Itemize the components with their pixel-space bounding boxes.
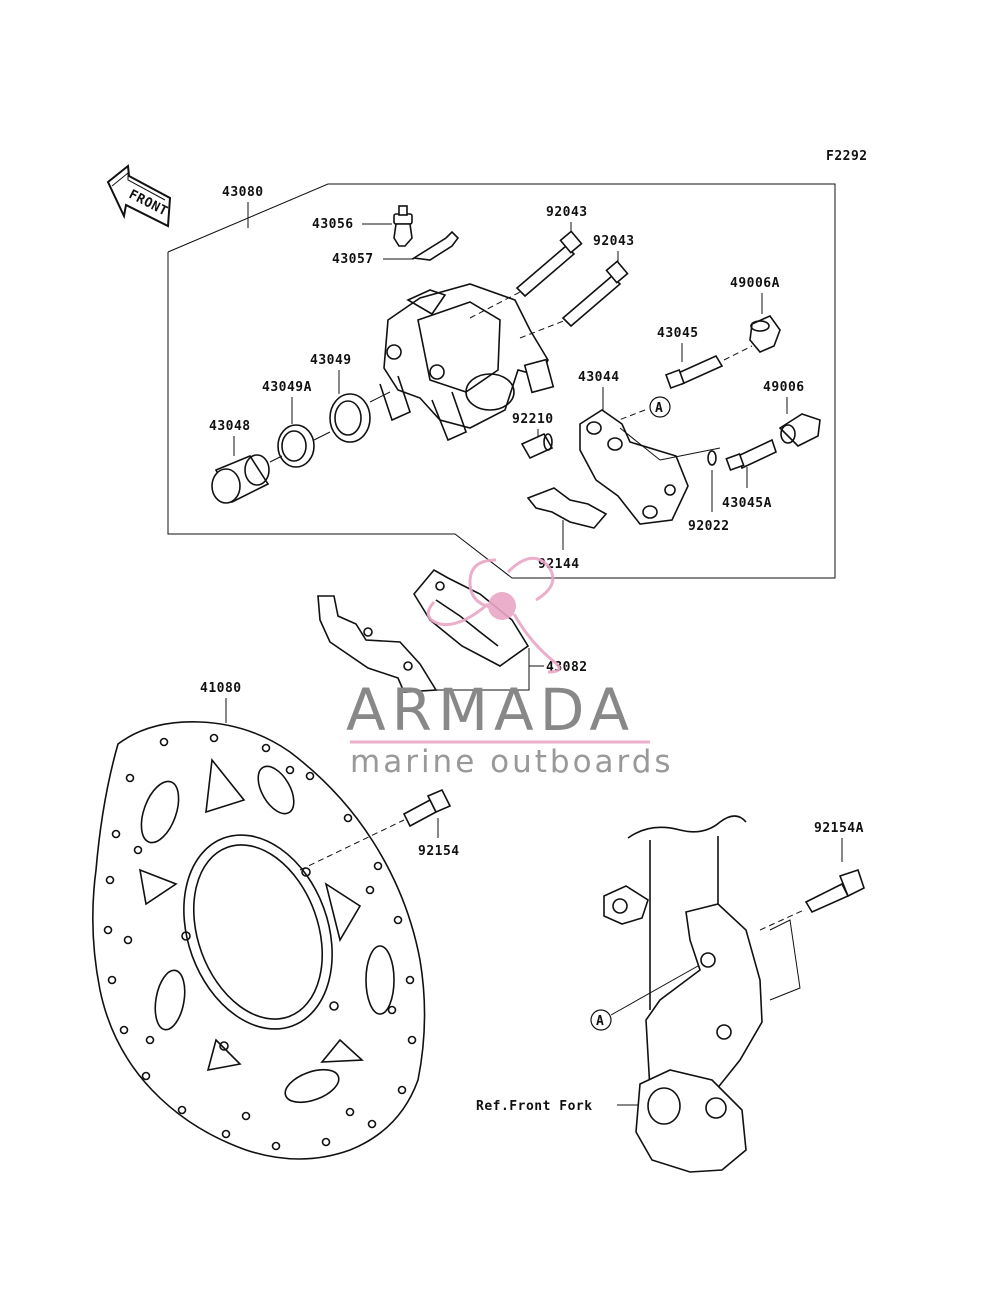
boot-49006A [749, 315, 781, 353]
label-43080: 43080 [222, 185, 264, 200]
label-43056: 43056 [312, 217, 354, 232]
label-43045A: 43045A [722, 496, 772, 511]
pin-92043-b [561, 260, 629, 328]
pin-43045A [725, 438, 777, 472]
figure-code: F2292 [826, 149, 868, 164]
watermark-tagline: marine outboards [350, 744, 674, 780]
caliper-body [379, 283, 555, 442]
ref-marker-a-upper: A [649, 396, 671, 418]
bracket-43044 [579, 409, 689, 525]
label-43044: 43044 [578, 370, 620, 385]
caliper-assembly-box [167, 183, 836, 579]
svg-text:A: A [596, 1014, 604, 1029]
label-92154A: 92154A [814, 821, 864, 836]
label-43048: 43048 [209, 419, 251, 434]
bleed-valve-43056 [393, 205, 413, 247]
label-41080: 41080 [200, 681, 242, 696]
boot-49006 [778, 413, 821, 447]
label-92043-a: 92043 [546, 205, 588, 220]
leader-43082 [411, 665, 544, 691]
cap-43057 [411, 230, 460, 261]
label-92022: 92022 [688, 519, 730, 534]
clip-92022 [707, 450, 717, 466]
front-fork [603, 815, 763, 1173]
bush-92210 [520, 432, 554, 460]
watermark-brand: ARMADA [346, 676, 635, 744]
bolt-92154 [402, 788, 452, 828]
ref-marker-a-lower: A [590, 1009, 612, 1031]
seal-43049 [329, 393, 371, 443]
spring-92144 [526, 487, 608, 529]
seal-43049A [277, 424, 315, 468]
label-92210: 92210 [512, 412, 554, 427]
label-43045: 43045 [657, 326, 699, 341]
label-92154: 92154 [418, 844, 460, 859]
label-49006: 49006 [763, 380, 805, 395]
svg-text:A: A [655, 401, 663, 416]
pin-92043-a [515, 230, 583, 298]
front-arrow-icon: FRONT [106, 164, 172, 228]
brake-pads-43082 [317, 568, 530, 693]
pin-43045 [665, 354, 724, 389]
label-43057: 43057 [332, 252, 374, 267]
label-43049: 43049 [310, 353, 352, 368]
label-92144: 92144 [538, 557, 580, 572]
watermark-logo [350, 556, 650, 744]
label-92043-b: 92043 [593, 234, 635, 249]
ref-front-fork-label: Ref.Front Fork [476, 1099, 593, 1114]
label-49006A: 49006A [730, 276, 780, 291]
label-43049A: 43049A [262, 380, 312, 395]
brake-disc-41080 [92, 721, 426, 1160]
bolt-92154A [804, 868, 865, 914]
piston-43048 [211, 454, 270, 504]
